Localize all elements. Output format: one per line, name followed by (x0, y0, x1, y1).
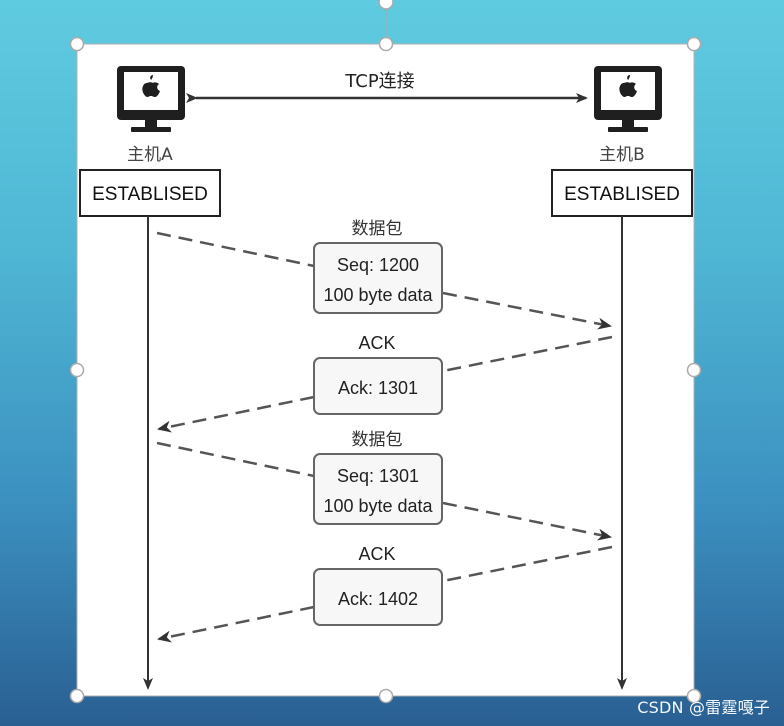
message-4-arrow-segment-2 (157, 605, 315, 643)
message-4-arrow-segment-1 (442, 545, 613, 583)
host-b-state: ESTABLISED (564, 184, 680, 205)
resize-handle-bottom-right[interactable] (686, 688, 702, 704)
computer-icon-host-b (594, 66, 662, 132)
message-4-box (313, 568, 443, 626)
message-1-data: 100 byte data (323, 285, 433, 305)
host-b-name: 主机B (599, 145, 645, 165)
message-1-seq: Seq: 1200 (337, 255, 419, 275)
message-data-2: 数据包 Seq: 1301 100 byte data (156, 430, 612, 541)
resize-handle-left[interactable] (69, 362, 85, 378)
resize-handle-top[interactable] (378, 36, 394, 52)
message-2-arrow-segment-2 (157, 395, 315, 433)
message-ack-1: ACK Ack: 1301 (157, 333, 613, 433)
host-a-state: ESTABLISED (92, 184, 208, 205)
watermark: CSDN @雷霆嘎子 (637, 698, 770, 717)
message-2-title: ACK (358, 333, 395, 353)
message-4-ack: Ack: 1402 (338, 589, 418, 609)
message-3-arrow-segment-2 (442, 501, 612, 541)
message-data-1: 数据包 Seq: 1200 100 byte data (156, 219, 612, 330)
message-1-arrow-segment-1 (156, 231, 315, 268)
message-2-ack: Ack: 1301 (338, 378, 418, 398)
message-3-arrow-segment-1 (156, 441, 315, 478)
resize-handle-top-right[interactable] (686, 36, 702, 52)
message-ack-2: ACK Ack: 1402 (157, 544, 613, 643)
message-3-seq: Seq: 1301 (337, 466, 419, 486)
message-3-title: 数据包 (352, 430, 403, 450)
resize-handle-top-left[interactable] (69, 36, 85, 52)
host-a-name: 主机A (127, 145, 173, 165)
message-2-arrow-segment-1 (442, 335, 613, 373)
message-3-data: 100 byte data (323, 496, 433, 516)
message-1-arrow-segment-2 (442, 291, 612, 330)
message-4-title: ACK (358, 544, 395, 564)
resize-handle-bottom[interactable] (378, 688, 394, 704)
tcp-connection-label: TCP连接 (344, 71, 414, 92)
resize-handle-right[interactable] (686, 362, 702, 378)
rotate-handle[interactable] (378, 0, 394, 10)
resize-handle-bottom-left[interactable] (69, 688, 85, 704)
host-a-state-box (79, 169, 221, 217)
selection-handles[interactable] (69, 36, 702, 704)
message-3-box (313, 453, 443, 525)
message-2-box (313, 357, 443, 415)
message-1-title: 数据包 (352, 219, 403, 239)
message-1-box (313, 242, 443, 314)
computer-icon-host-a (117, 66, 185, 132)
